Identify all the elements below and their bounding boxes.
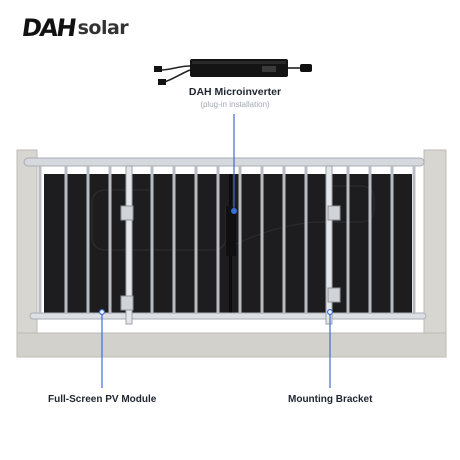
wall-pillar-left bbox=[16, 149, 38, 337]
railing-balusters bbox=[38, 166, 416, 314]
microinverter-subtitle: (plug-in installation) bbox=[200, 100, 270, 109]
mounting-bracket-left bbox=[120, 165, 134, 325]
mounting-bracket-right bbox=[325, 165, 341, 325]
microinverter-illustration bbox=[154, 59, 312, 85]
wall-pillar-right bbox=[423, 149, 447, 337]
callout-lines bbox=[101, 114, 331, 388]
brand-logo: DAH solar bbox=[20, 14, 129, 42]
pv-module-label: Full-Screen PV Module bbox=[48, 394, 157, 405]
mounting-bracket-label: Mounting Bracket bbox=[288, 394, 373, 405]
balcony-slab bbox=[16, 332, 447, 358]
callout-dots bbox=[98, 208, 334, 316]
brand-word: solar bbox=[77, 17, 129, 39]
microinverter-title: DAH Microinverter bbox=[188, 86, 282, 98]
mounted-microinverter bbox=[226, 206, 236, 256]
railing-top-rail bbox=[23, 157, 425, 167]
